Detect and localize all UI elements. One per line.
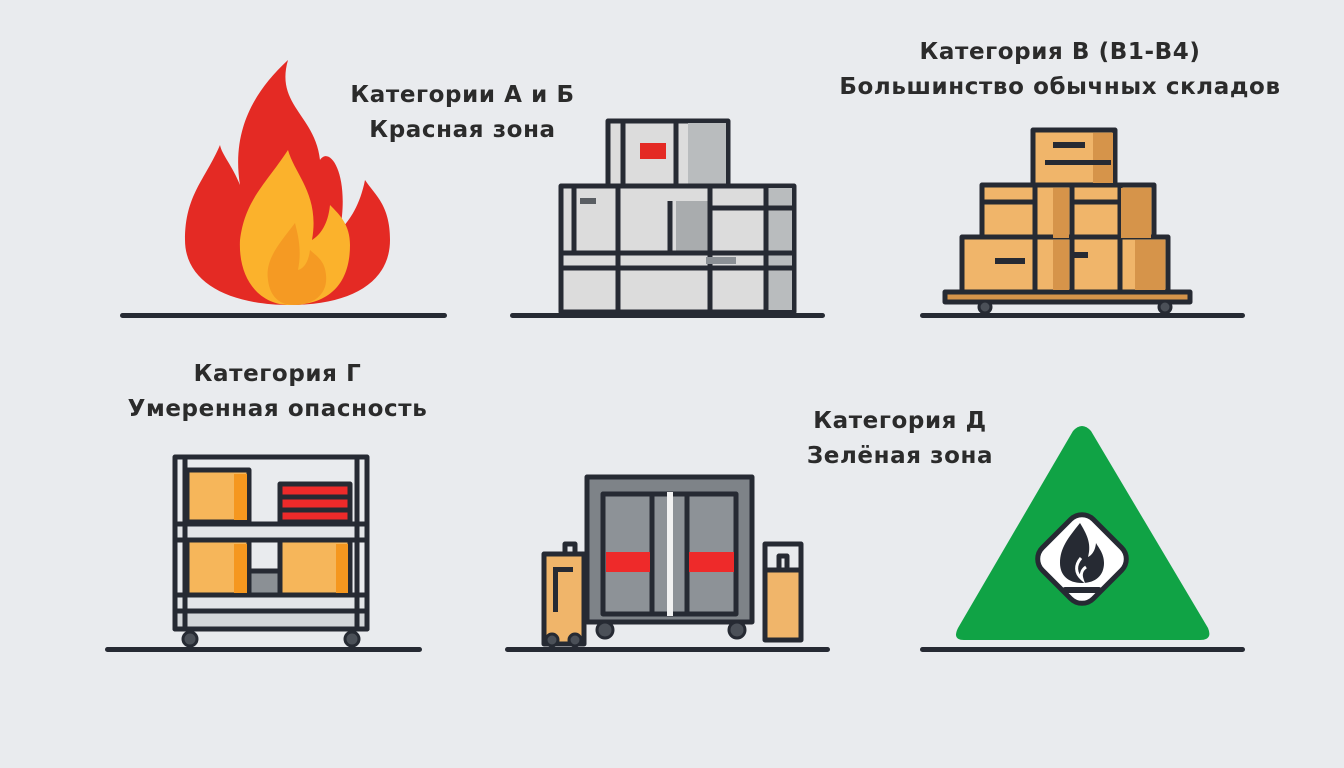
metal-cabinet-with-gas-cylinders-icon bbox=[541, 474, 804, 648]
boxes-pallet-icon bbox=[942, 127, 1193, 315]
category-title: Категория В (В1-В4) bbox=[919, 39, 1201, 65]
ground-line bbox=[920, 313, 1245, 318]
category-title: Категория Г bbox=[193, 361, 362, 387]
ground-line bbox=[920, 647, 1245, 652]
shelf-cart-icon bbox=[172, 454, 370, 648]
gray-crates-stack-icon bbox=[558, 118, 797, 315]
category-subtitle: Большинство обычных складов bbox=[839, 74, 1281, 100]
ground-line bbox=[105, 647, 422, 652]
category-title: Категории А и Б bbox=[350, 82, 575, 108]
category-subtitle: Красная зона bbox=[369, 117, 556, 143]
fire-icon bbox=[185, 60, 390, 305]
category-title: Категория Д bbox=[813, 408, 987, 434]
category-subtitle: Умеренная опасность bbox=[127, 396, 428, 422]
ground-line bbox=[505, 647, 830, 652]
category-d-label: Категория Д Зелёная зона bbox=[780, 404, 1020, 474]
ground-line bbox=[510, 313, 825, 318]
green-triangle-flame-sign-icon bbox=[956, 426, 1210, 640]
category-g-label: Категория Г Умеренная опасность bbox=[100, 357, 455, 427]
category-subtitle: Зелёная зона bbox=[806, 443, 994, 469]
category-a-b-label: Категории А и Б Красная зона bbox=[335, 78, 590, 148]
ground-line bbox=[120, 313, 447, 318]
category-v-label: Категория В (В1-В4) Большинство обычных … bbox=[800, 35, 1320, 105]
flame-icon bbox=[1060, 523, 1104, 583]
